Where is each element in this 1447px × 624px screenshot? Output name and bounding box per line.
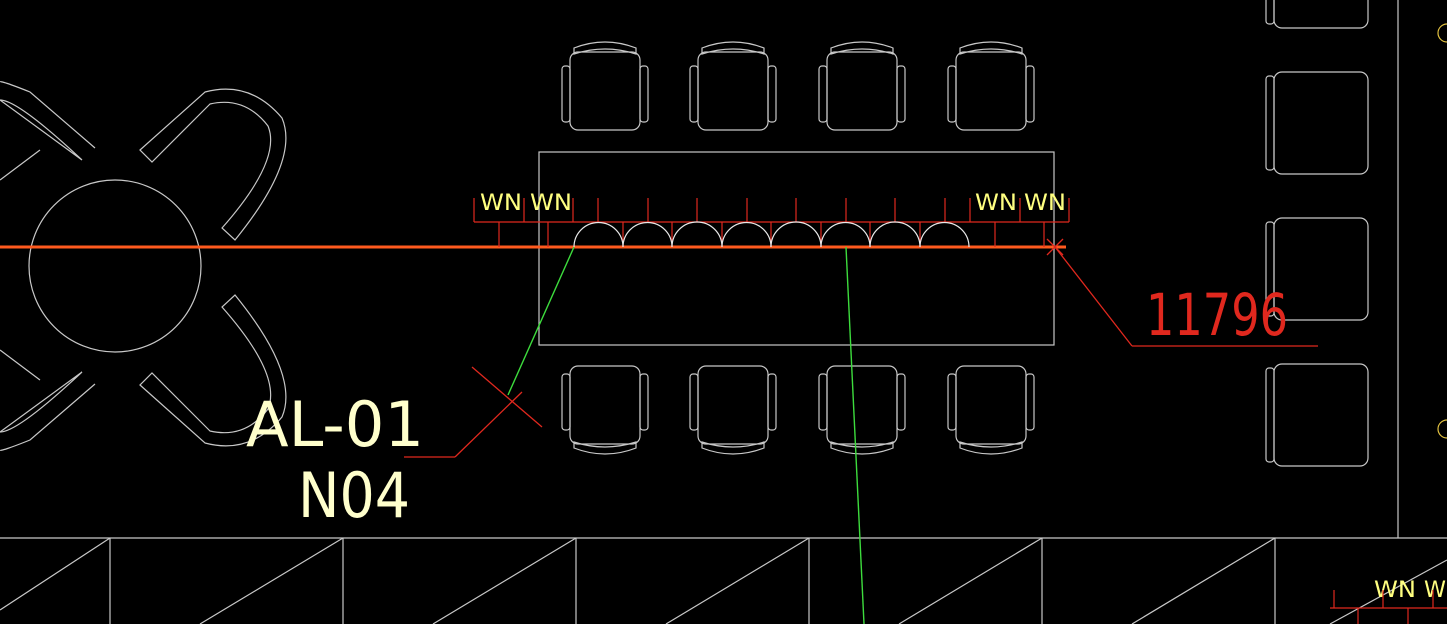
round-table — [28, 179, 202, 353]
lounge-chair-bottom-left — [0, 371, 96, 451]
lounge-chair-top-right — [139, 88, 287, 241]
green-wire-left — [507, 246, 575, 396]
bottom-hatch-band — [0, 537, 1447, 624]
chairs-bottom-row — [561, 365, 1035, 455]
length-leader — [1046, 238, 1318, 347]
wn-tag-2: WN — [530, 191, 572, 216]
panel-id-label: AL-01 — [246, 388, 424, 461]
panel-leader — [404, 366, 543, 458]
light-fixture-1 — [573, 221, 624, 248]
length-value-label: 11796 — [1146, 281, 1288, 349]
chair-top-4 — [947, 41, 1035, 131]
wn-tag-3: WN — [975, 191, 1017, 216]
green-wire-down — [845, 246, 865, 624]
wn-tag-5: WN — [1374, 578, 1416, 603]
chair-top-3 — [818, 41, 906, 131]
round-table-group — [0, 81, 287, 451]
side-chair-1 — [1265, 0, 1369, 29]
light-fixture-6 — [820, 221, 871, 248]
wn-tag-6-partial: W — [1424, 578, 1446, 603]
right-edge-marker-bottom — [1437, 419, 1447, 439]
light-fixture-3 — [671, 221, 723, 248]
light-fixture-5 — [770, 221, 822, 248]
light-fixture-7 — [869, 221, 921, 248]
lounge-chair-top-left — [0, 81, 96, 161]
wn-tag-4: WN — [1024, 191, 1066, 216]
chair-top-1 — [561, 41, 649, 131]
circuit-number-label: N04 — [298, 459, 410, 532]
chair-bottom-4 — [947, 365, 1035, 455]
chair-top-2 — [689, 41, 777, 131]
light-fixture-4 — [721, 221, 772, 248]
wn-tag-1: WN — [480, 191, 522, 216]
light-fixture-2 — [622, 221, 673, 248]
light-fixture-arcs — [573, 221, 970, 248]
lounge-chair-bottom-right — [139, 294, 287, 447]
chairs-right-column — [1265, 0, 1369, 467]
chair-bottom-3 — [818, 365, 906, 455]
side-chair-4 — [1265, 363, 1369, 467]
chairs-top-row — [561, 41, 1035, 131]
chair-bottom-1 — [561, 365, 649, 455]
chair-bottom-2 — [689, 365, 777, 455]
side-chair-2 — [1265, 71, 1369, 175]
right-edge-marker-top — [1437, 23, 1447, 43]
circuit-tick-marks — [473, 198, 1070, 247]
light-fixture-8 — [919, 221, 970, 248]
